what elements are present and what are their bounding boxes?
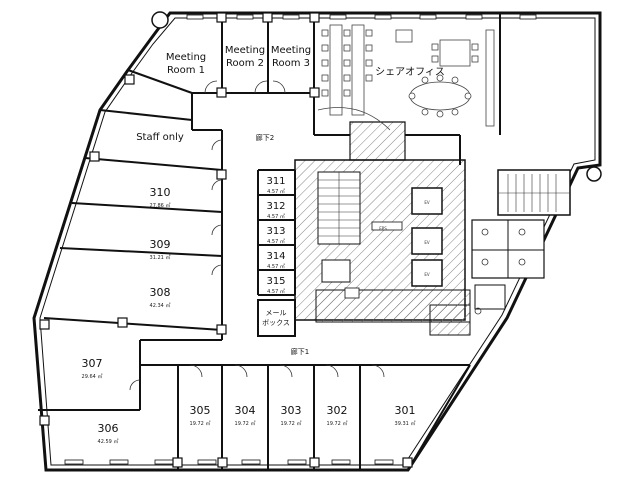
- room-area: 19.72 ㎡: [235, 420, 256, 427]
- room-301: 301 39.31 ㎡: [395, 404, 416, 427]
- room-306: 306 42.59 ㎡: [98, 422, 119, 445]
- room-number: 311: [266, 176, 285, 187]
- room-number: 315: [266, 276, 285, 287]
- eps-label: EPS: [379, 226, 387, 231]
- room-number: 305: [190, 404, 211, 417]
- room-area: 42.59 ㎡: [98, 438, 119, 445]
- elevator-label: EV: [424, 240, 430, 245]
- room-area: 4.57 ㎡: [267, 188, 285, 195]
- room-number: 314: [266, 251, 285, 262]
- mailbox-label-line1: メール: [266, 309, 287, 317]
- room-number: 312: [266, 201, 285, 212]
- room-area: 42.34 ㎡: [150, 302, 171, 309]
- room-313: 313 4.57 ㎡: [266, 226, 285, 245]
- meeting-room-2-label-line2: Room 2: [226, 58, 264, 69]
- building-core: EV EV EV: [294, 121, 471, 336]
- room-number: 302: [327, 404, 348, 417]
- room-308: 308 42.34 ㎡: [150, 286, 171, 309]
- room-number: 313: [266, 226, 285, 237]
- room-310: 310 27.86 ㎡: [150, 186, 171, 209]
- room-number: 308: [150, 286, 171, 299]
- door-swings: [129, 80, 385, 391]
- corner-marker-right: [586, 166, 602, 182]
- elevator-label: EV: [424, 272, 430, 277]
- room-area: 27.86 ㎡: [150, 202, 171, 209]
- meeting-room-1-label-line2: Room 1: [167, 65, 205, 76]
- elevator-label: EV: [424, 200, 430, 205]
- meeting-room-2-label-line1: Meeting: [225, 45, 265, 56]
- room-302: 302 19.72 ㎡: [327, 404, 348, 427]
- room-312: 312 4.57 ㎡: [266, 201, 285, 220]
- share-office-label: シェアオフィス: [375, 66, 445, 78]
- meeting-room-1-label-line1: Meeting: [166, 52, 206, 63]
- room-number: 309: [150, 238, 171, 251]
- room-number: 304: [235, 404, 256, 417]
- room-304: 304 19.72 ㎡: [235, 404, 256, 427]
- room-area: 4.57 ㎡: [267, 288, 285, 295]
- room-area: 29.64 ㎡: [82, 373, 103, 380]
- share-office-furniture: [317, 24, 495, 131]
- room-area: 19.72 ㎡: [327, 420, 348, 427]
- room-311: 311 4.57 ㎡: [266, 176, 285, 195]
- room-309: 309 31.21 ㎡: [150, 238, 171, 261]
- meeting-room-3-label-line2: Room 3: [272, 58, 310, 69]
- room-305: 305 19.72 ㎡: [190, 404, 211, 427]
- meeting-room-3-label-line1: Meeting: [271, 45, 311, 56]
- corridor-2-label: 廊下2: [256, 133, 274, 142]
- room-number: 303: [281, 404, 302, 417]
- room-area: 19.72 ㎡: [190, 420, 211, 427]
- room-area: 39.31 ㎡: [395, 420, 416, 427]
- window-marks: [64, 14, 537, 465]
- room-314: 314 4.57 ㎡: [266, 251, 285, 270]
- room-area: 31.21 ㎡: [150, 254, 171, 261]
- mailbox-label-line2: ボックス: [262, 319, 290, 327]
- room-area: 4.57 ㎡: [267, 263, 285, 270]
- corridor-1-label: 廊下1: [291, 347, 309, 356]
- room-303: 303 19.72 ㎡: [281, 404, 302, 427]
- room-307: 307 29.64 ㎡: [82, 357, 103, 380]
- room-area: 4.57 ㎡: [267, 213, 285, 220]
- walls: [38, 13, 501, 471]
- room-number: 310: [150, 186, 171, 199]
- room-number: 306: [98, 422, 119, 435]
- room-number: 301: [395, 404, 416, 417]
- staff-only-label: Staff only: [136, 132, 184, 143]
- columns: [39, 12, 413, 468]
- room-area: 19.72 ㎡: [281, 420, 302, 427]
- room-number: 307: [82, 357, 103, 370]
- corner-marker: [151, 11, 169, 29]
- room-315: 315 4.57 ㎡: [266, 276, 285, 295]
- room-area: 4.57 ㎡: [267, 238, 285, 245]
- service-stairs: [471, 169, 571, 315]
